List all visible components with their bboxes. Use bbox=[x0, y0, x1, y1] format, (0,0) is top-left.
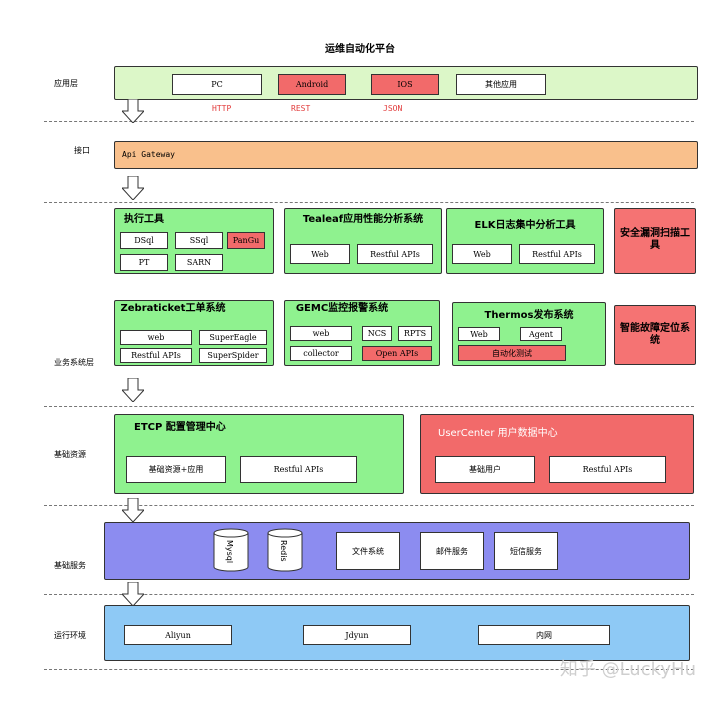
layer-label-app: 应用层 bbox=[54, 79, 78, 88]
api-gateway-band bbox=[114, 141, 698, 169]
tealeaf-web: Web bbox=[290, 244, 350, 264]
separator bbox=[44, 594, 694, 595]
layer-label-interface: 接口 bbox=[74, 146, 90, 155]
gemc-openapis: Open APIs bbox=[362, 346, 432, 361]
database-icon bbox=[267, 528, 303, 572]
service-sms: 短信服务 bbox=[494, 532, 558, 570]
thermos-autotest: 自动化测试 bbox=[458, 345, 566, 361]
tool-dsql: DSql bbox=[120, 232, 168, 249]
down-arrow-icon bbox=[122, 378, 144, 402]
etcp-base-resource: 基础资源+应用 bbox=[126, 456, 226, 483]
layer-label-resource: 基础资源 bbox=[54, 450, 86, 459]
gemc-web: web bbox=[290, 326, 352, 341]
down-arrow-icon bbox=[122, 582, 144, 606]
zebra-superspider: SuperSpider bbox=[199, 348, 267, 363]
separator bbox=[44, 505, 694, 506]
tealeaf-restful: Restful APIs bbox=[357, 244, 433, 264]
panel-fault-locate bbox=[614, 305, 696, 365]
diagram-title: 运维自动化平台 bbox=[325, 44, 395, 55]
down-arrow-icon bbox=[122, 498, 144, 522]
env-intranet: 内网 bbox=[478, 625, 610, 645]
elk-web: Web bbox=[452, 244, 512, 264]
layer-label-env: 运行环境 bbox=[54, 631, 86, 640]
protocol-json: JSON bbox=[383, 104, 403, 113]
panel-elk bbox=[446, 208, 604, 274]
thermos-web: Web bbox=[458, 327, 500, 341]
env-aliyun: Aliyun bbox=[124, 625, 232, 645]
usercenter-restful: Restful APIs bbox=[549, 456, 666, 483]
panel-title: Tealeaf应用性能分析系统 bbox=[302, 214, 424, 225]
usercenter-base-users: 基础用户 bbox=[435, 456, 535, 483]
separator bbox=[44, 202, 694, 203]
panel-title: Zebraticket工单系统 bbox=[120, 303, 226, 314]
watermark: 知乎 @LuckyHu bbox=[559, 659, 696, 680]
service-mail: 邮件服务 bbox=[420, 532, 484, 570]
app-item-ios: IOS bbox=[371, 74, 439, 95]
down-arrow-icon bbox=[122, 99, 144, 123]
separator bbox=[44, 669, 694, 670]
gemc-rpts: RPTS bbox=[398, 326, 432, 341]
separator bbox=[44, 121, 694, 122]
redis-label: Redis bbox=[279, 540, 288, 562]
zebra-web: web bbox=[120, 330, 192, 345]
tool-pangu: PanGu bbox=[227, 232, 265, 249]
env-jdyun: Jdyun bbox=[303, 625, 411, 645]
panel-title: 执行工具 bbox=[124, 214, 164, 225]
panel-title: Thermos发布系统 bbox=[484, 310, 574, 321]
panel-title: ETCP 配置管理中心 bbox=[134, 422, 226, 433]
zebra-restful: Restful APIs bbox=[120, 348, 192, 363]
api-gateway-label: Api Gateway bbox=[122, 150, 175, 159]
panel-security-scan bbox=[614, 208, 696, 274]
protocol-rest: REST bbox=[291, 104, 311, 113]
zebra-supereagle: SuperEagle bbox=[199, 330, 267, 345]
app-item-pc: PC bbox=[172, 74, 262, 95]
app-item-android: Android bbox=[278, 74, 346, 95]
protocol-http: HTTP bbox=[212, 104, 232, 113]
tool-pt: PT bbox=[120, 254, 168, 271]
app-item-other: 其他应用 bbox=[456, 74, 546, 95]
panel-title: 智能故障定位系统 bbox=[620, 323, 690, 346]
elk-restful: Restful APIs bbox=[519, 244, 595, 264]
service-filesystem: 文件系统 bbox=[336, 532, 400, 570]
separator bbox=[44, 406, 694, 407]
gemc-ncs: NCS bbox=[362, 326, 392, 341]
mysql-label: Mysql bbox=[225, 540, 234, 564]
panel-title: ELK日志集中分析工具 bbox=[474, 220, 576, 231]
down-arrow-icon bbox=[122, 176, 144, 200]
panel-title: UserCenter 用户数据中心 bbox=[438, 428, 558, 439]
gemc-collector: collector bbox=[290, 346, 352, 361]
database-icon bbox=[213, 528, 249, 572]
thermos-agent: Agent bbox=[520, 327, 562, 341]
tool-sarn: SARN bbox=[175, 254, 223, 271]
layer-label-business: 业务系统层 bbox=[54, 358, 94, 367]
tool-ssql: SSql bbox=[175, 232, 223, 249]
layer-label-service: 基础服务 bbox=[54, 561, 86, 570]
panel-title: GEMC监控报警系统 bbox=[295, 303, 389, 314]
etcp-restful: Restful APIs bbox=[240, 456, 357, 483]
panel-title: 安全漏洞扫描工具 bbox=[620, 228, 690, 251]
